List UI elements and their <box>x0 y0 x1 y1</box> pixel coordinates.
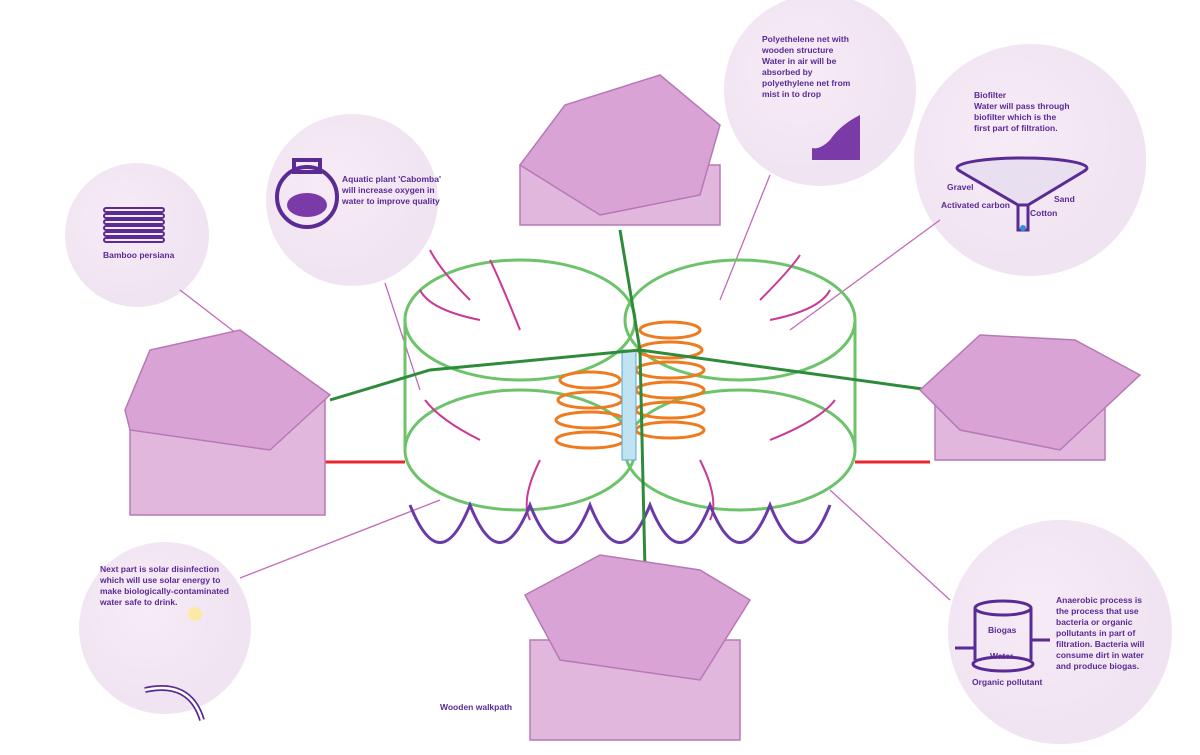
biogas-digester-icon <box>955 599 1050 673</box>
leader-lines <box>179 174 951 601</box>
solar-label: Next part is solar disinfection which wi… <box>100 564 229 607</box>
biofilter-funnel-icon <box>955 156 1089 232</box>
aquatic-label: Aquatic plant 'Cabomba' will increase ox… <box>342 174 441 206</box>
biofilter-label: Biofilter Water will pass through biofil… <box>974 90 1070 133</box>
sand-label: Sand <box>1054 194 1075 204</box>
aquatic-bubble <box>266 114 438 286</box>
polyethylene-bubble <box>724 0 916 186</box>
wave-structure <box>408 500 832 544</box>
water-label: Water <box>990 651 1014 661</box>
central-column <box>621 349 637 461</box>
polyethylene-net-icon <box>812 115 860 160</box>
anaerobic-label: Anaerobic process is the process that us… <box>1056 595 1145 671</box>
pavilion-left <box>124 329 332 516</box>
pavilion-bottom <box>523 554 752 741</box>
solar-bubble <box>79 542 251 714</box>
cotton-label: Cotton <box>1030 208 1058 218</box>
bamboo-label: Bamboo persiana <box>103 250 175 260</box>
gravel-label: Gravel <box>947 182 974 192</box>
aquatic-plant-branches <box>419 249 836 521</box>
bamboo-icon <box>103 207 165 243</box>
wooden-walkpath-label: Wooden walkpath <box>440 702 513 712</box>
pavilion-top <box>518 74 721 226</box>
aquatic-plant-jar-icon <box>275 158 339 229</box>
organic-pollutant-label: Organic pollutant <box>972 677 1043 687</box>
connectors <box>290 229 931 571</box>
solar-pipe-icon <box>144 607 205 721</box>
pavilion-right <box>918 334 1142 461</box>
biogas-label: Biogas <box>988 625 1017 635</box>
anaerobic-bubble <box>948 520 1172 744</box>
pavilions <box>124 74 1142 741</box>
activated-carbon-label: Activated carbon <box>941 200 1010 210</box>
polyethylene-label: Polyethelene net with wooden structure W… <box>762 34 851 99</box>
